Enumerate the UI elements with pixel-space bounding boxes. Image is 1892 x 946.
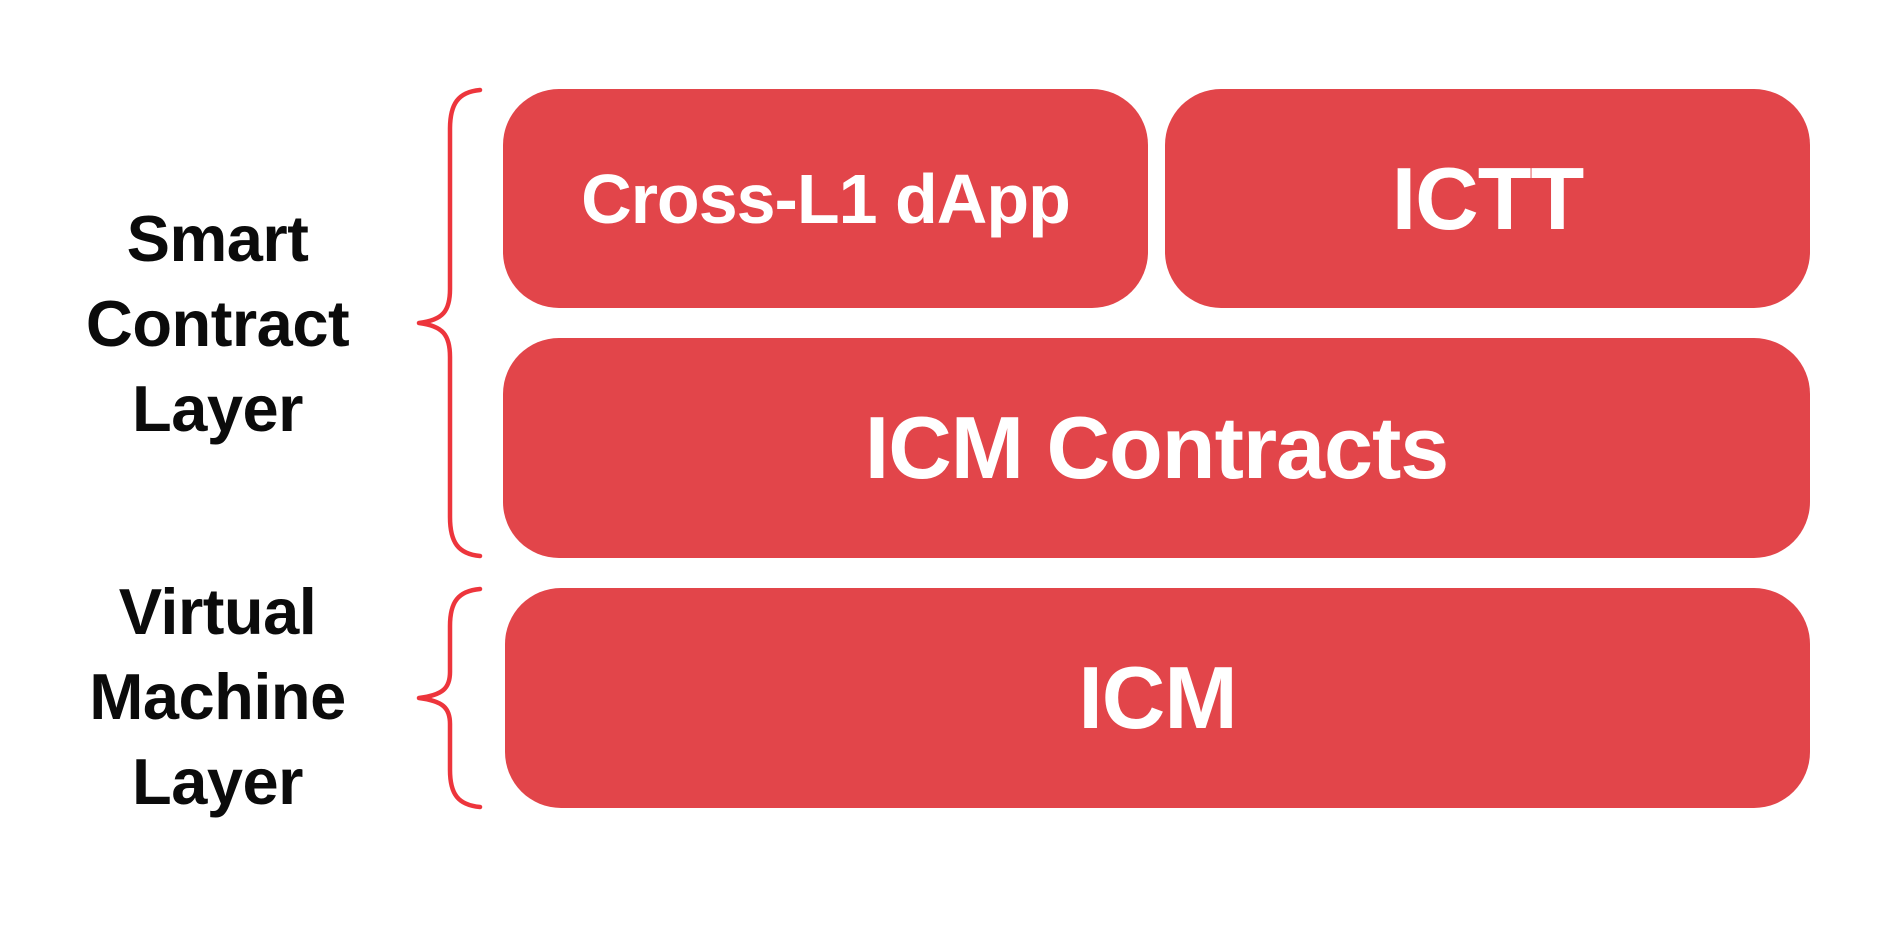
icm-box: ICM [505, 588, 1810, 808]
smart-contract-layer-label-line3: Layer [132, 372, 303, 445]
smart-contract-layer-brace-icon [416, 87, 483, 559]
virtual-machine-layer-label-line2: Machine [89, 660, 346, 733]
smart-contract-layer-label-line1: Smart [126, 202, 309, 275]
virtual-machine-layer-label-line3: Layer [132, 745, 303, 818]
smart-contract-layer-label-line2: Contract [85, 287, 350, 360]
virtual-machine-layer-label-line1: Virtual [118, 575, 317, 648]
cross-l1-dapp-box-label: Cross-L1 dApp [581, 159, 1071, 238]
icm-contracts-box: ICM Contracts [503, 338, 1810, 558]
virtual-machine-layer-brace-icon [416, 586, 483, 810]
icm-contracts-box-label: ICM Contracts [864, 398, 1449, 497]
smart-contract-layer-label: Smart Contract Layer [35, 196, 400, 451]
virtual-machine-layer-label: Virtual Machine Layer [35, 569, 400, 824]
icm-box-label: ICM [1078, 648, 1237, 747]
cross-l1-dapp-box: Cross-L1 dApp [503, 89, 1148, 308]
ictt-box: ICTT [1165, 89, 1810, 308]
ictt-box-label: ICTT [1391, 148, 1585, 248]
